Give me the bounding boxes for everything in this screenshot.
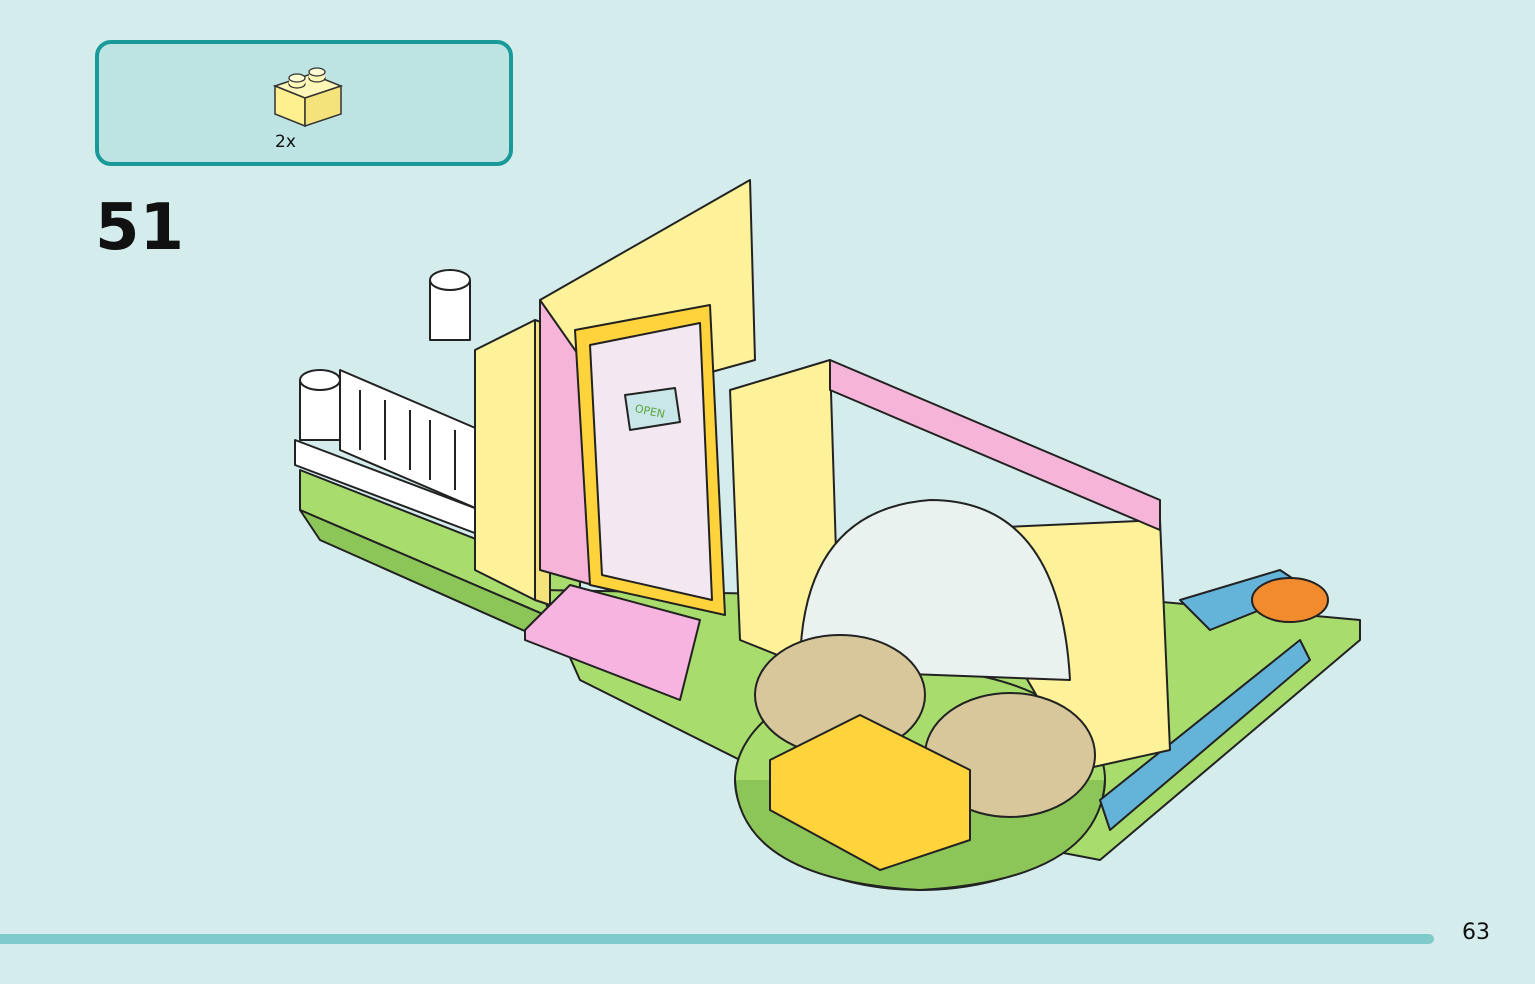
door-sign — [624, 387, 681, 431]
pink-ramp — [524, 584, 701, 701]
yellow-wall-left — [474, 319, 536, 601]
yellow-sofa — [769, 714, 971, 871]
progress-bar — [0, 934, 1434, 944]
orange-round-brick — [1251, 577, 1329, 623]
parts-callout: 2x — [95, 40, 513, 166]
lego-build-illustration: OPEN — [294, 179, 1361, 891]
step-number: 51 — [95, 191, 185, 265]
part-quantity: 2x — [275, 132, 296, 152]
window-arch — [799, 499, 1071, 681]
door-glass — [589, 322, 713, 601]
pink-wall-right — [829, 359, 1161, 531]
door-sign-text: OPEN — [634, 402, 667, 421]
page-number: 63 — [1462, 920, 1490, 945]
yellow-2x1-brick-icon — [272, 67, 343, 128]
